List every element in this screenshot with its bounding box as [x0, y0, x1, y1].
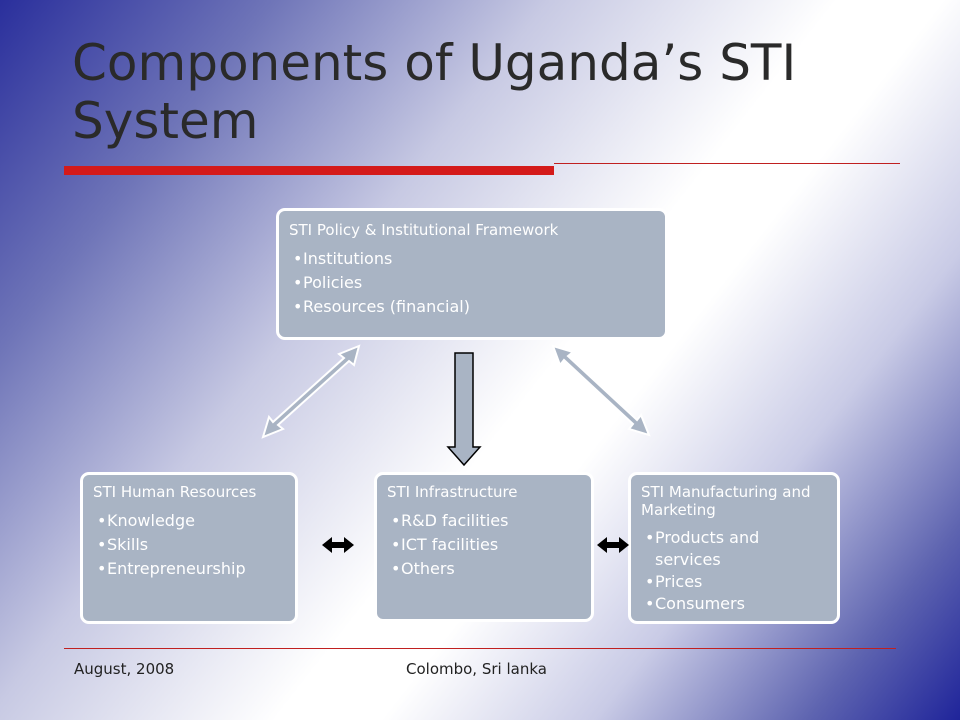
policy-framework-list: Institutions Policies Resources (financi…	[289, 247, 655, 319]
list-item: Products and services	[641, 527, 827, 571]
policy-framework-box: STI Policy & Institutional Framework Ins…	[276, 208, 668, 340]
list-item: Knowledge	[93, 509, 285, 533]
title-underline	[64, 166, 554, 175]
footer-divider	[64, 648, 896, 649]
infrastructure-list: R&D facilities ICT facilities Others	[387, 509, 581, 581]
manufacturing-marketing-box: STI Manufacturing and Marketing Products…	[628, 472, 840, 624]
title-underline-thin	[554, 163, 900, 164]
double-arrow-icon	[551, 344, 651, 437]
list-item: Policies	[289, 271, 655, 295]
footer-date: August, 2008	[74, 660, 175, 678]
list-item: Resources (financial)	[289, 295, 655, 319]
list-item: Others	[387, 557, 581, 581]
down-arrow-icon	[446, 352, 482, 467]
human-resources-heading: STI Human Resources	[93, 483, 257, 501]
manufacturing-marketing-list: Products and services Prices Consumers	[641, 527, 827, 615]
human-resources-box: STI Human Resources Knowledge Skills Ent…	[80, 472, 298, 624]
infrastructure-box: STI Infrastructure R&D facilities ICT fa…	[374, 472, 594, 622]
list-item: Skills	[93, 533, 285, 557]
double-arrow-icon	[261, 344, 361, 439]
double-arrow-icon	[322, 537, 354, 553]
list-item: Entrepreneurship	[93, 557, 285, 581]
list-item: R&D facilities	[387, 509, 581, 533]
list-item: ICT facilities	[387, 533, 581, 557]
slide-title: Components of Uganda’s STI System	[72, 34, 797, 150]
footer-location: Colombo, Sri lanka	[406, 660, 547, 678]
policy-framework-heading: STI Policy & Institutional Framework	[289, 221, 559, 239]
infrastructure-heading: STI Infrastructure	[387, 483, 518, 501]
list-item: Institutions	[289, 247, 655, 271]
list-item: Consumers	[641, 593, 827, 615]
list-item: Prices	[641, 571, 827, 593]
double-arrow-icon	[597, 537, 629, 553]
human-resources-list: Knowledge Skills Entrepreneurship	[93, 509, 285, 581]
manufacturing-marketing-heading: STI Manufacturing and Marketing	[641, 483, 811, 519]
